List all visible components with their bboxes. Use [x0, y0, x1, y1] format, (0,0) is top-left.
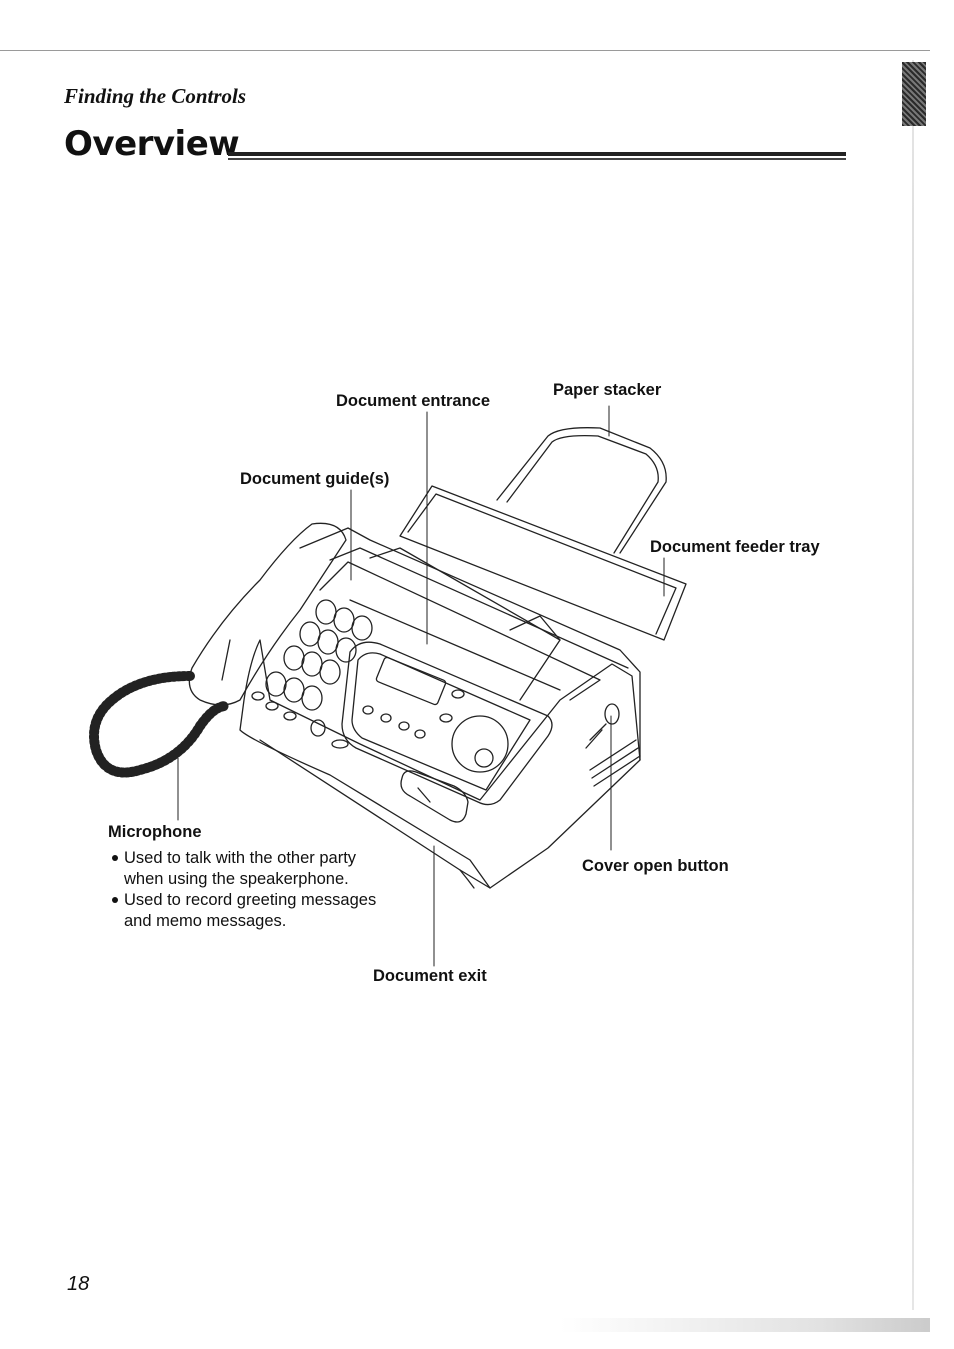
paper-stacker-shape	[496, 427, 667, 554]
label-paper-stacker: Paper stacker	[553, 381, 662, 399]
thumb-index-tab	[902, 62, 926, 126]
label-microphone: Microphone	[108, 823, 202, 841]
page-number: 18	[67, 1273, 90, 1295]
bullet-line: Used to talk with the other party	[124, 849, 357, 867]
header-rule	[0, 50, 930, 51]
label-document-entrance: Document entrance	[336, 392, 491, 410]
label-cover-open-button: Cover open button	[582, 857, 729, 875]
label-document-exit: Document exit	[373, 967, 487, 985]
title-rule	[228, 152, 846, 156]
label-document-guides: Document guide(s)	[240, 470, 390, 488]
bullet-line: when using the speakerphone.	[124, 870, 349, 888]
bullet-line: and memo messages.	[124, 912, 287, 930]
document-feeder-tray-shape	[399, 485, 687, 641]
control-panel	[341, 641, 553, 806]
function-buttons	[251, 689, 465, 749]
microphone-notes: Used to talk with the other party when u…	[108, 848, 408, 932]
cover-open-button-shape	[604, 703, 620, 725]
title-rule-thin	[228, 158, 846, 160]
leader-lines	[177, 405, 665, 967]
scan-smudge	[560, 1318, 930, 1332]
bullet-line: Used to record greeting messages	[124, 891, 377, 909]
page-edge-shadow	[912, 60, 914, 1310]
navigator-dial	[451, 715, 509, 773]
keypad	[265, 599, 373, 711]
label-document-feeder-tray: Document feeder tray	[650, 538, 820, 556]
handset	[188, 522, 347, 706]
handset-cord	[89, 671, 231, 778]
fax-body-top	[299, 527, 641, 761]
fax-body	[239, 639, 641, 889]
bullet-item: Used to talk with the other party when u…	[108, 848, 408, 890]
start-button	[400, 770, 469, 823]
lcd-display	[375, 656, 447, 706]
section-heading: Finding the Controls	[64, 84, 247, 108]
bullet-item: Used to record greeting messages and mem…	[108, 890, 408, 932]
page-title: Overview	[64, 124, 240, 164]
